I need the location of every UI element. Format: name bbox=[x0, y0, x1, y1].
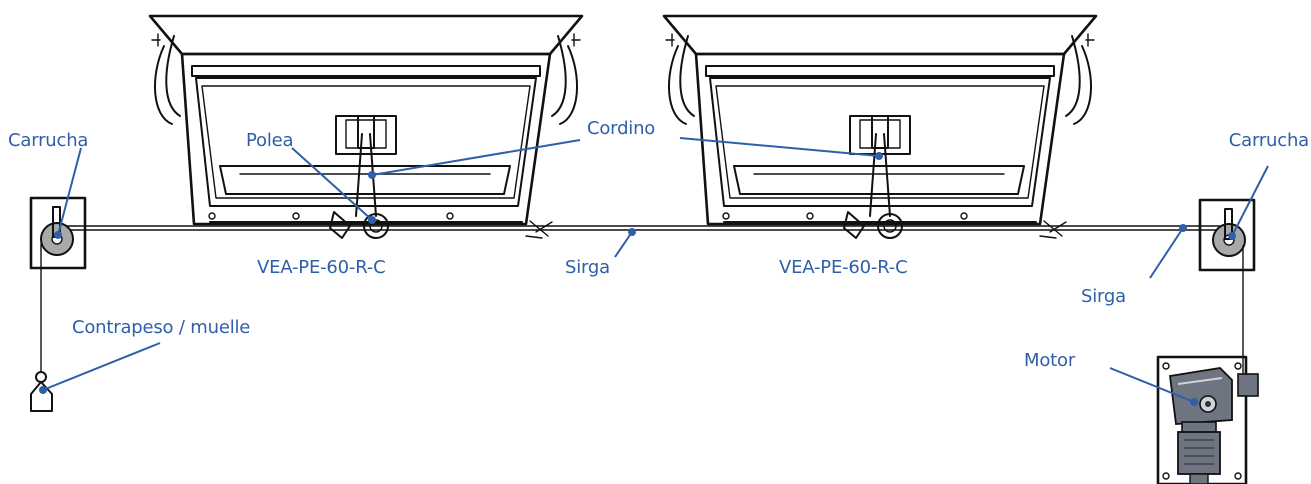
contrapeso-weight bbox=[30, 243, 53, 412]
carrucha-right-pulley bbox=[1198, 198, 1256, 272]
window-unit-left bbox=[148, 14, 584, 240]
motor-unit bbox=[1156, 355, 1259, 484]
callout-lines bbox=[39, 137, 1269, 406]
label-model-right: VEA-PE-60-R-C bbox=[779, 257, 907, 278]
sirga-cable bbox=[57, 225, 1229, 231]
label-polea: Polea bbox=[246, 130, 293, 151]
label-sirga-center: Sirga bbox=[565, 257, 610, 278]
window-unit-right bbox=[662, 14, 1098, 240]
label-motor: Motor bbox=[1024, 350, 1076, 371]
label-carrucha-right: Carrucha bbox=[1229, 130, 1309, 151]
label-carrucha-left: Carrucha bbox=[8, 130, 88, 151]
label-contrapeso: Contrapeso / muelle bbox=[72, 317, 250, 338]
label-model-left: VEA-PE-60-R-C bbox=[257, 257, 385, 278]
label-sirga-right: Sirga bbox=[1081, 286, 1126, 307]
carrucha-left-pulley bbox=[29, 196, 87, 270]
label-cordino: Cordino bbox=[587, 118, 655, 139]
